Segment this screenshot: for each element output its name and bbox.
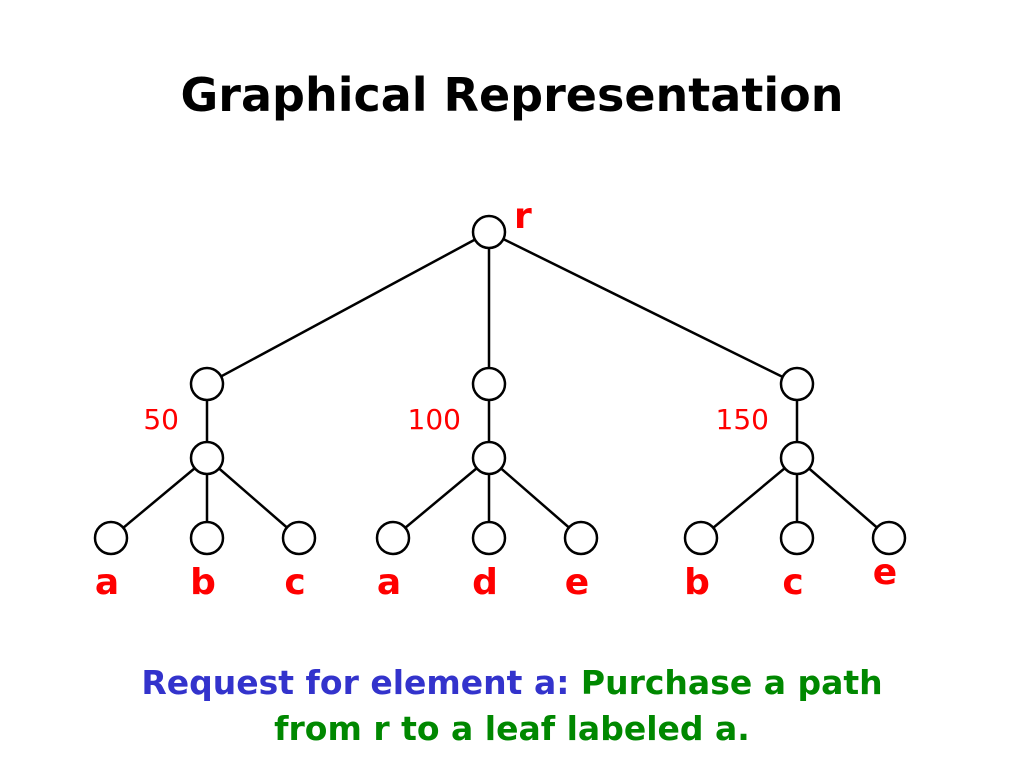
leaf-label: c xyxy=(284,562,305,603)
caption: Request for element a: Purchase a path f… xyxy=(0,660,1024,752)
leaf-node xyxy=(281,520,317,556)
leaf-node xyxy=(375,520,411,556)
leaf-label: c xyxy=(782,562,803,603)
leaf-label: a xyxy=(377,562,401,603)
edge-root-branch xyxy=(206,230,490,386)
edge-leaf xyxy=(796,457,890,539)
leaf-node xyxy=(189,520,225,556)
root-label: r xyxy=(514,196,532,237)
leaf-node xyxy=(93,520,129,556)
edge-leaf xyxy=(488,457,582,539)
cost-label: 150 xyxy=(716,403,769,436)
branch-top-node xyxy=(779,366,815,402)
leaf-node xyxy=(683,520,719,556)
tree-diagram: a b c 50 a d e 100 b c e 150 r xyxy=(93,196,907,603)
leaf-node xyxy=(471,520,507,556)
branch-top-node xyxy=(189,366,225,402)
branch-mid-node xyxy=(779,440,815,476)
root-node xyxy=(471,214,507,250)
caption-request: Request for element a: xyxy=(141,663,570,702)
edge-leaf xyxy=(392,457,490,539)
edge-leaf xyxy=(206,457,300,539)
leaf-node xyxy=(563,520,599,556)
cost-label: 50 xyxy=(143,403,179,436)
leaf-label: b xyxy=(684,562,710,603)
leaf-label: e xyxy=(565,562,589,603)
slide-title: Graphical Representation xyxy=(180,68,844,122)
leaf-node xyxy=(871,520,907,556)
leaf-label: a xyxy=(95,562,119,603)
branch-mid-node xyxy=(471,440,507,476)
edge-leaf xyxy=(110,457,208,539)
caption-action-line2: from r to a leaf labeled a. xyxy=(274,709,750,748)
cost-label: 100 xyxy=(408,403,461,436)
leaf-label: b xyxy=(190,562,216,603)
leaf-label: e xyxy=(873,552,897,593)
edge-leaf xyxy=(700,457,798,539)
branch-top-node xyxy=(471,366,507,402)
leaf-node xyxy=(779,520,815,556)
caption-action-line1: Purchase a path xyxy=(580,663,883,702)
edge-root-branch xyxy=(488,230,798,386)
branch-mid-node xyxy=(189,440,225,476)
leaf-label: d xyxy=(472,562,498,603)
